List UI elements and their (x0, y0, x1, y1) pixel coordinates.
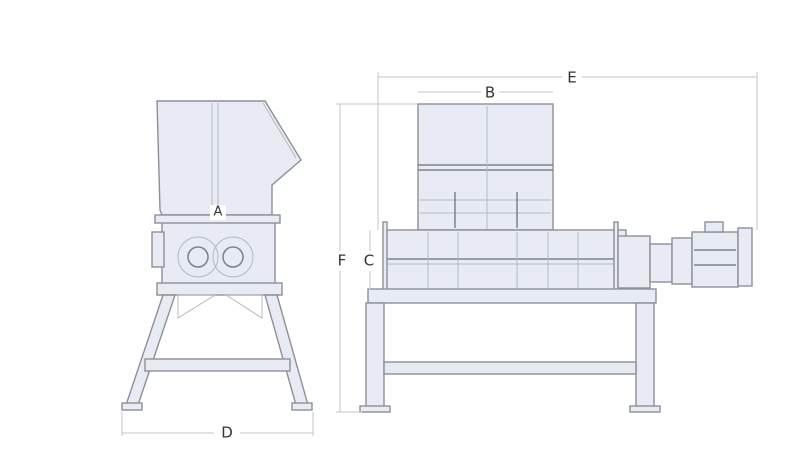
front-view-leg-right (635, 302, 655, 408)
dimension-label-d: D (221, 424, 233, 442)
dimension-label-a: A (214, 205, 223, 220)
dimension-label-c: C (364, 252, 374, 270)
front-view: E B F C (334, 67, 758, 413)
front-view-hopper (417, 103, 554, 231)
front-view-cutting-chamber (383, 229, 627, 291)
front-view-leg-left (365, 302, 385, 408)
dimension-label-f: F (338, 252, 347, 270)
end-view-leg-right (264, 294, 309, 406)
end-view-leg-left (125, 294, 176, 406)
end-view: D A (121, 100, 314, 442)
coupling (649, 243, 673, 283)
dimension-label-e: E (567, 69, 576, 87)
end-view-hopper (156, 100, 302, 216)
front-view-frame-top (367, 288, 657, 304)
dimension-label-b: B (485, 84, 495, 102)
motor (691, 231, 739, 288)
rotor-left (187, 246, 209, 268)
end-view-cutting-chamber (161, 221, 276, 285)
rotor-right (222, 246, 244, 268)
gearbox (617, 235, 651, 289)
